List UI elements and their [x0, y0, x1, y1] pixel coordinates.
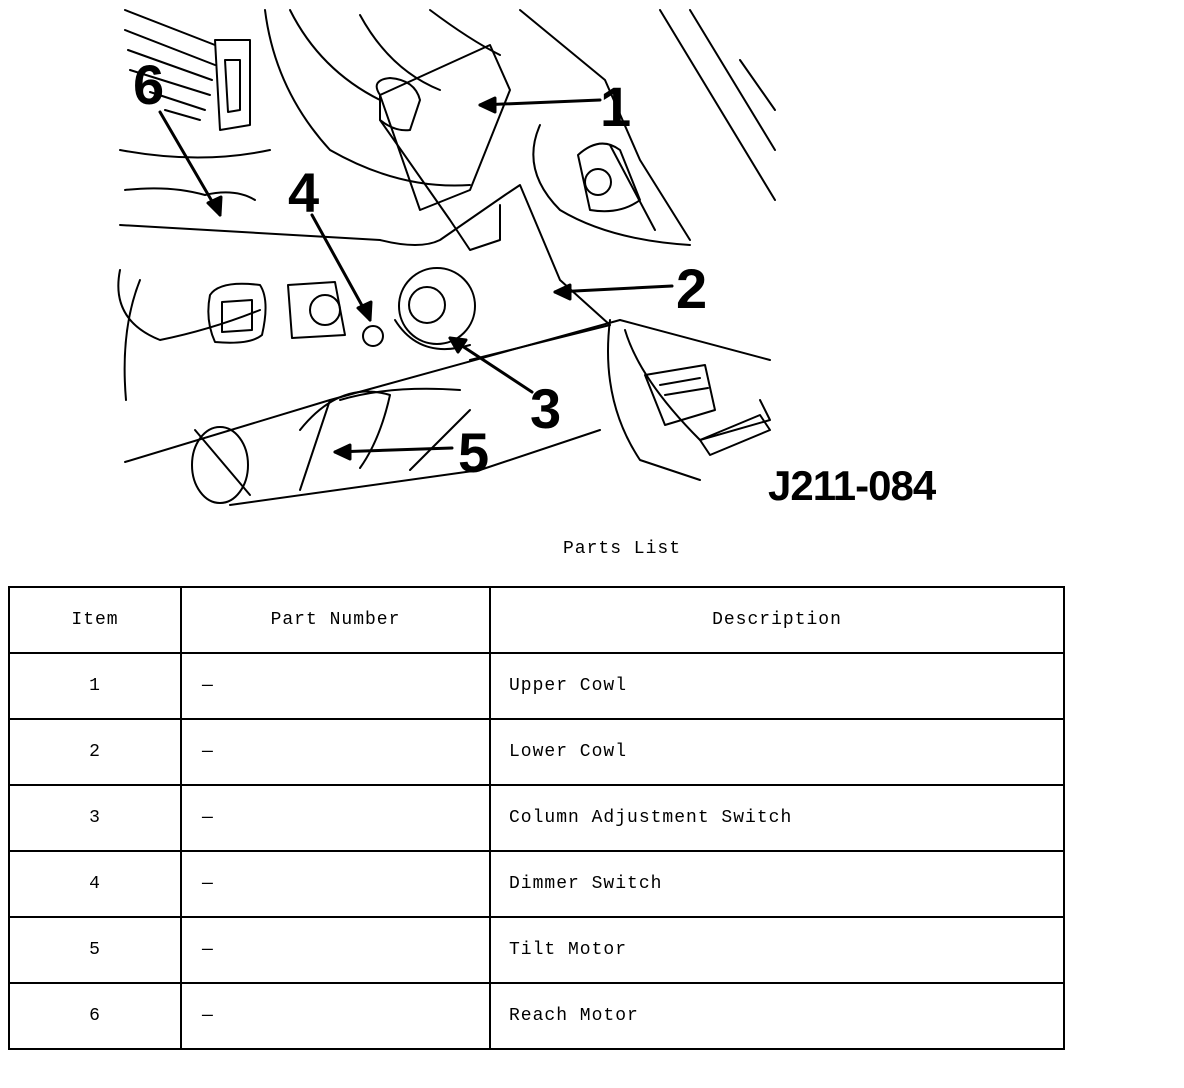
part-number-cell: — — [180, 916, 491, 984]
description-cell: Column Adjustment Switch — [489, 784, 1065, 852]
leader-6 — [158, 110, 222, 217]
item-cell: 5 — [8, 916, 182, 984]
figure-id: J211-084 — [768, 462, 936, 509]
column-header-description: Description — [489, 586, 1065, 654]
column-header-item: Item — [8, 586, 182, 654]
table-row: 1 — Upper Cowl — [8, 652, 1065, 720]
part-number-cell: — — [180, 652, 491, 720]
part-number-cell: — — [180, 784, 491, 852]
leader-2 — [553, 284, 674, 294]
leader-3 — [448, 336, 534, 394]
table-row: 6 — Reach Motor — [8, 982, 1065, 1050]
parts-table: Item Part Number Description 1 — Upper C… — [8, 586, 1065, 1050]
callout-labels: 1 2 3 4 5 6 — [133, 53, 707, 484]
arrowhead-5 — [333, 443, 352, 461]
table-row: 3 — Column Adjustment Switch — [8, 784, 1065, 852]
description-cell: Reach Motor — [489, 982, 1065, 1050]
item-cell: 2 — [8, 718, 182, 786]
item-cell: 4 — [8, 850, 182, 918]
description-cell: Tilt Motor — [489, 916, 1065, 984]
table-row: 4 — Dimmer Switch — [8, 850, 1065, 918]
arrowhead-4 — [356, 300, 373, 322]
steering-column-diagram: 1 2 3 4 5 6 — [0, 0, 1184, 520]
item-cell: 6 — [8, 982, 182, 1050]
item-cell: 1 — [8, 652, 182, 720]
description-cell: Upper Cowl — [489, 652, 1065, 720]
description-cell: Lower Cowl — [489, 718, 1065, 786]
part-number-cell: — — [180, 850, 491, 918]
callout-leaders — [158, 96, 674, 461]
callout-6: 6 — [133, 53, 164, 116]
item-cell: 3 — [8, 784, 182, 852]
leader-5 — [333, 446, 454, 454]
callout-3: 3 — [530, 377, 561, 440]
arrowhead-1 — [478, 96, 497, 114]
callout-1: 1 — [600, 75, 631, 138]
diagram-linework — [117, 9, 776, 506]
leader-1 — [478, 98, 602, 107]
leader-4 — [310, 213, 372, 322]
description-cell: Dimmer Switch — [489, 850, 1065, 918]
parts-list-title: Parts List — [563, 539, 682, 559]
arrowhead-2 — [553, 283, 572, 301]
callout-4: 4 — [288, 161, 319, 224]
part-number-cell: — — [180, 982, 491, 1050]
callout-5: 5 — [458, 421, 489, 484]
table-row: 5 — Tilt Motor — [8, 916, 1065, 984]
table-row: 2 — Lower Cowl — [8, 718, 1065, 786]
column-header-part-number: Part Number — [180, 586, 491, 654]
table-header-row: Item Part Number Description — [8, 586, 1065, 654]
arrowhead-6 — [206, 195, 223, 217]
callout-2: 2 — [676, 257, 707, 320]
arrowhead-3 — [448, 336, 468, 354]
part-number-cell: — — [180, 718, 491, 786]
